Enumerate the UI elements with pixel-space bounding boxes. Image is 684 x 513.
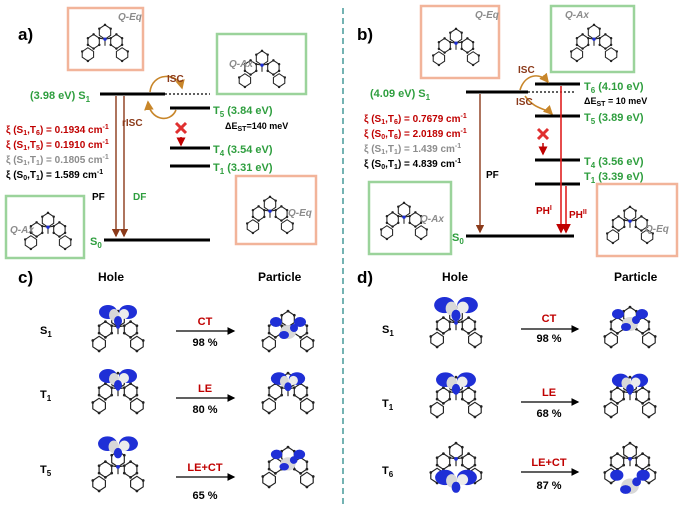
isc-label: ISC	[516, 97, 533, 108]
hole-orbital	[90, 305, 146, 353]
particle-orbital	[260, 445, 316, 489]
transition-type: LE	[198, 383, 212, 395]
mol-label: Q-Eq	[645, 224, 669, 235]
s1-label: (3.98 eV) S1	[30, 90, 91, 104]
hole-orbital	[428, 372, 484, 419]
isc-label: ISC	[518, 65, 535, 76]
state-label: T1	[382, 398, 394, 412]
particle-orbital	[602, 305, 658, 349]
soc-values-b: ξ (S1,T6) = 0.7679 cm-1 ξ (S0,T6) = 2.01…	[364, 113, 467, 171]
dest-label: ΔEST=140 meV	[225, 121, 288, 133]
state-label: T5	[40, 464, 52, 478]
soc-line: ξ (S1,T1) = 1.439 cm-1	[364, 143, 461, 156]
t5-label: T5 (3.89 eV)	[584, 112, 644, 126]
mol-label: Q-Ax	[420, 214, 444, 225]
transition-type: LE+CT	[187, 462, 222, 474]
molecule-box-bl-a	[4, 194, 86, 260]
transition-type: LE+CT	[531, 457, 566, 469]
panel-d-tag: d)	[357, 268, 373, 287]
soc-line: ξ (S1,T1) = 0.1805 cm-1	[6, 154, 109, 167]
mol-label: Q-Eq	[118, 12, 142, 23]
transition-percent: 65 %	[192, 490, 217, 502]
pf-label: PF	[486, 170, 499, 181]
state-label: T6	[382, 465, 394, 479]
isc-arrow-2	[524, 95, 554, 116]
transition-percent: 68 %	[536, 408, 561, 420]
dest-label: ΔEST = 10 meV	[584, 96, 647, 108]
t6-label: T6 (4.10 eV)	[584, 81, 644, 95]
transition-percent: 98 %	[192, 337, 217, 349]
panel-b-tag: b)	[357, 25, 373, 44]
hole-orbital	[90, 369, 146, 415]
transition-percent: 87 %	[536, 480, 561, 492]
soc-line: ξ (S1,T6) = 0.1934 cm-1	[6, 124, 109, 137]
ph1-label: PHI	[536, 205, 552, 217]
molecule-box-br-b	[595, 182, 679, 258]
soc-line: ξ (S0,T6) = 2.0189 cm-1	[364, 128, 467, 141]
mol-label: Q-Ax	[565, 10, 589, 21]
t4-label: T4 (3.54 eV)	[213, 144, 273, 158]
isc-arrow	[149, 75, 185, 93]
mol-label: Q-Ax	[10, 225, 34, 236]
transition-type: LE	[542, 387, 556, 399]
cross-icon	[174, 121, 188, 135]
panel-c: c) Hole Particle S1 CT 98 % T1 LE 80 % T…	[18, 268, 316, 502]
mol-label: Q-Eq	[288, 208, 312, 219]
mol-label: Q-Ax	[229, 59, 253, 70]
state-label: S1	[40, 325, 52, 339]
t5-label: T5 (3.84 eV)	[213, 105, 273, 119]
soc-line: ξ (S0,T1) = 4.839 cm-1	[364, 158, 461, 171]
particle-orbital	[260, 309, 316, 353]
panel-a: a) Q-Eq Q-Ax (3.98 eV) S1 ISC rISC T5 (3…	[4, 6, 318, 260]
transition-percent: 80 %	[192, 404, 217, 416]
transition-percent: 98 %	[536, 333, 561, 345]
state-label: S1	[382, 324, 394, 338]
isc-label: ISC	[167, 74, 184, 85]
transition-type: CT	[198, 316, 213, 328]
risc-arrow	[144, 100, 177, 120]
t1-label: T1 (3.39 eV)	[584, 171, 644, 185]
pf-label: PF	[92, 192, 105, 203]
soc-line: ξ (S1,T5) = 0.1910 cm-1	[6, 139, 109, 152]
s1-label: (4.09 eV) S1	[370, 88, 431, 102]
t4-label: T4 (3.56 eV)	[584, 156, 644, 170]
soc-line: ξ (S1,T6) = 0.7679 cm-1	[364, 113, 467, 126]
hole-header: Hole	[98, 270, 124, 284]
hole-orbital	[428, 441, 484, 493]
panel-d: d) Hole Particle S1 CT 98 % T1 LE 68 % T…	[357, 268, 658, 494]
particle-header: Particle	[614, 270, 658, 284]
mol-label: Q-Eq	[475, 10, 499, 21]
soc-values-a: ξ (S1,T6) = 0.1934 cm-1 ξ (S1,T5) = 0.19…	[6, 124, 109, 182]
soc-line: ξ (S0,T1) = 1.589 cm-1	[6, 169, 103, 182]
panel-b: b) Q-Eq Q-Ax (4.09 eV) S1 T6 (4.10 eV) Δ…	[357, 4, 679, 258]
df-label: DF	[133, 192, 146, 203]
cross-icon	[536, 127, 550, 141]
particle-header: Particle	[258, 270, 302, 284]
state-label: T1	[40, 389, 52, 403]
isc-arrow-1	[519, 72, 550, 91]
ph2-label: PHII	[569, 209, 587, 221]
panel-c-tag: c)	[18, 268, 33, 287]
hole-orbital	[90, 436, 146, 493]
s0-label: S0	[452, 232, 464, 246]
t1-label: T1 (3.31 eV)	[213, 162, 273, 176]
risc-label: rISC	[122, 118, 143, 129]
hole-header: Hole	[442, 270, 468, 284]
particle-orbital	[602, 373, 658, 419]
panel-a-tag: a)	[18, 25, 33, 44]
transition-type: CT	[542, 313, 557, 325]
s0-label: S0	[90, 236, 102, 250]
hole-orbital	[428, 297, 484, 349]
particle-orbital	[602, 441, 658, 494]
particle-orbital	[260, 371, 316, 415]
